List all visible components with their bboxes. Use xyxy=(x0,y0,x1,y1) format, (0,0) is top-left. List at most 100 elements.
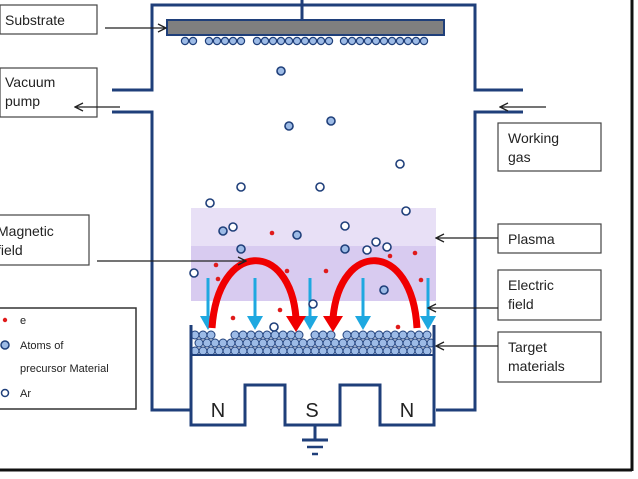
legend: e Atoms of precursor Material Ar xyxy=(0,307,137,410)
legend-label-precursor: precursor Material xyxy=(20,363,109,375)
target-atom xyxy=(398,346,408,356)
target-atom xyxy=(254,330,264,340)
target-atom xyxy=(358,346,368,356)
target-atom xyxy=(206,346,216,356)
target-atom xyxy=(198,330,208,340)
precursor-atom xyxy=(340,244,350,254)
magnetic-arc-left-arrowhead xyxy=(286,316,306,332)
target-atom xyxy=(366,330,376,340)
target-atom xyxy=(306,338,316,348)
substrate-atom xyxy=(371,36,381,46)
argon-atom xyxy=(382,242,392,252)
precursor-atom xyxy=(218,226,228,236)
target-atom xyxy=(318,346,328,356)
target-atom xyxy=(342,330,352,340)
target-atom xyxy=(310,330,320,340)
target-atom xyxy=(358,330,368,340)
target-atom xyxy=(338,338,348,348)
target-atom xyxy=(210,338,220,348)
target-atom xyxy=(230,346,240,356)
argon-atom xyxy=(371,237,381,247)
electron xyxy=(418,277,424,283)
target-atom xyxy=(374,346,384,356)
argon-atom xyxy=(401,206,411,216)
substrate-atom xyxy=(324,36,334,46)
argon-atom xyxy=(205,198,215,208)
label-vacuum-pump: Vacuum pump xyxy=(0,67,120,118)
target-atom xyxy=(326,330,336,340)
target-atom xyxy=(242,338,252,348)
substrate-atom xyxy=(204,36,214,46)
target-atom xyxy=(386,338,396,348)
target-atom xyxy=(238,330,248,340)
target-atom xyxy=(282,338,292,348)
label-working-gas: Working gas xyxy=(497,107,602,172)
substrate-atom xyxy=(268,36,278,46)
target-atom xyxy=(378,338,388,348)
electric-field-arrowhead xyxy=(302,316,318,330)
target-atom xyxy=(422,330,432,340)
substrate-atom xyxy=(188,36,198,46)
target-atom xyxy=(206,330,216,340)
legend-box xyxy=(0,307,137,410)
svg-text:Plasma: Plasma xyxy=(508,231,555,247)
target-atom xyxy=(250,338,260,348)
svg-text:field: field xyxy=(0,242,23,258)
target-atom xyxy=(362,338,372,348)
target-atom xyxy=(302,346,312,356)
target-atom xyxy=(214,346,224,356)
substrate-atom xyxy=(228,36,238,46)
target-atom xyxy=(234,338,244,348)
legend-label-electron: e xyxy=(20,315,26,327)
target-atom xyxy=(230,330,240,340)
target-atom xyxy=(314,338,324,348)
target-atom xyxy=(406,330,416,340)
target-atom xyxy=(374,330,384,340)
target-atom xyxy=(370,338,380,348)
target-atom xyxy=(406,346,416,356)
substrate-plate xyxy=(166,19,445,36)
target-atom xyxy=(418,338,428,348)
magnetic-arc-left xyxy=(208,257,300,329)
electron xyxy=(395,324,401,330)
target-atom xyxy=(290,338,300,348)
target-material-atoms xyxy=(190,330,436,356)
electron xyxy=(269,230,275,236)
target-atom xyxy=(294,346,304,356)
substrate-atom xyxy=(252,36,262,46)
svg-text:Vacuum: Vacuum xyxy=(5,74,55,90)
substrate-atom xyxy=(212,36,222,46)
argon-atom xyxy=(236,182,246,192)
argon-atom xyxy=(362,245,372,255)
substrate-atom xyxy=(308,36,318,46)
substrate-atom xyxy=(180,36,190,46)
target-atom xyxy=(310,346,320,356)
precursor-atom xyxy=(236,244,246,254)
substrate-atom xyxy=(260,36,270,46)
substrate-atom xyxy=(236,36,246,46)
electron xyxy=(387,253,393,259)
label-magnetic-field: Magnetic field xyxy=(0,214,246,266)
target-atom xyxy=(322,338,332,348)
electron xyxy=(213,262,219,268)
svg-text:Target: Target xyxy=(508,339,547,355)
target-atom xyxy=(402,338,412,348)
target-atom xyxy=(246,346,256,356)
substrate-atom xyxy=(387,36,397,46)
legend-label-argon: Ar xyxy=(20,388,31,400)
target-atom xyxy=(270,346,280,356)
target-atom xyxy=(278,330,288,340)
precursor-atom xyxy=(326,116,336,126)
legend-label-atoms: Atoms of xyxy=(20,340,64,352)
svg-text:gas: gas xyxy=(508,149,531,165)
target-atom xyxy=(346,338,356,348)
electric-field-arrowhead xyxy=(247,316,263,330)
target-atom xyxy=(246,330,256,340)
target-atom xyxy=(278,346,288,356)
substrate-atom xyxy=(284,36,294,46)
argon-atom xyxy=(395,159,405,169)
label-plasma: Plasma xyxy=(436,223,602,254)
precursor-atom xyxy=(284,121,294,131)
electric-field-arrowhead xyxy=(355,316,371,330)
substrate-atom xyxy=(379,36,389,46)
